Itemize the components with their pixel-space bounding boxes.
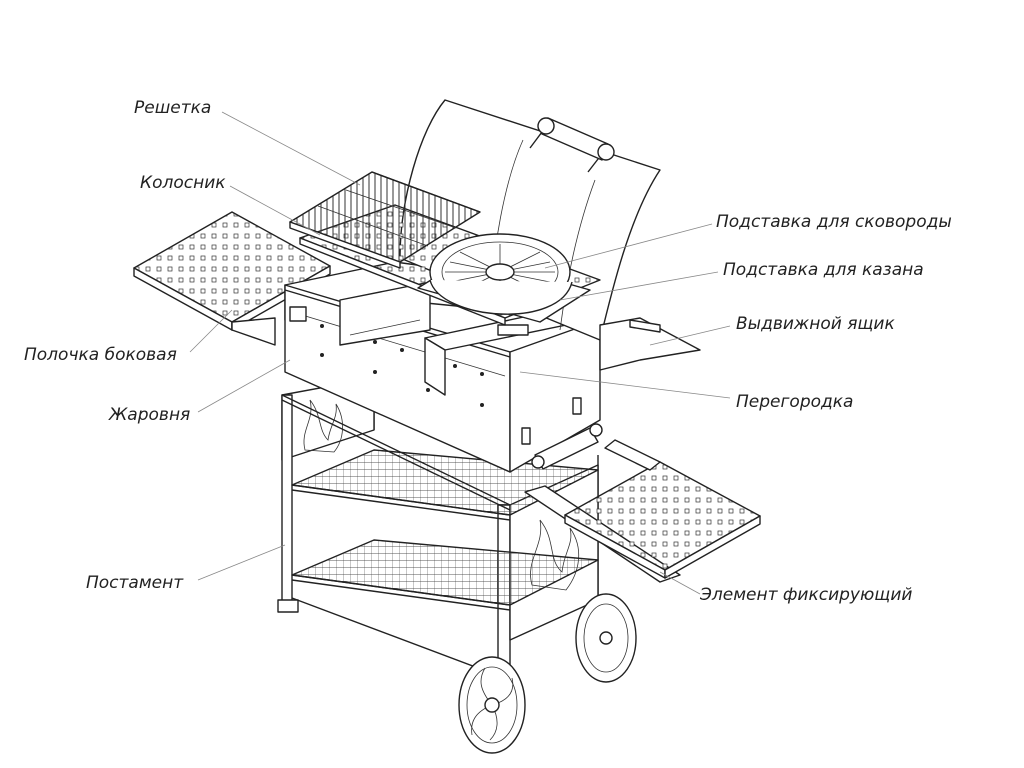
label-zharovnya: Жаровня bbox=[108, 405, 190, 425]
leader-reshetka bbox=[221, 111, 361, 186]
leader-podstavka-kazan bbox=[559, 271, 719, 301]
label-podstavka-skovoroda: Подставка для сковороды bbox=[716, 212, 952, 232]
label-peregorodka: Перегородка bbox=[736, 392, 853, 412]
label-postament: Постамент bbox=[86, 573, 184, 593]
front-wheel bbox=[458, 656, 526, 754]
leader-zharovnya bbox=[197, 359, 291, 413]
leader-postament bbox=[197, 544, 286, 581]
right-slide-shelf bbox=[599, 317, 701, 371]
label-element-fiksiruyuschiy: Элемент фиксирующий bbox=[699, 585, 912, 605]
leader-polochka bbox=[189, 309, 233, 353]
leader-lines bbox=[189, 111, 731, 595]
leader-peregorodka bbox=[519, 371, 731, 399]
leader-element bbox=[659, 571, 701, 595]
label-vydvizhnoy-yaschik: Выдвижной ящик bbox=[736, 314, 895, 334]
label-kolosnik: Колосник bbox=[140, 173, 226, 193]
label-podstavka-kazan: Подставка для казана bbox=[723, 260, 924, 280]
rear-wheel bbox=[575, 593, 637, 683]
pan-stand bbox=[417, 233, 591, 323]
label-reshetka: Решетка bbox=[134, 98, 211, 118]
divider-plate bbox=[339, 281, 431, 346]
label-polochka-bokovaya: Полочка боковая bbox=[24, 345, 177, 365]
leader-podstavka-skovoroda bbox=[544, 223, 713, 269]
leader-vydvizhnoy bbox=[649, 325, 731, 346]
leader-kolosnik bbox=[229, 185, 321, 236]
callout-labels: Решетка Колосник Подставка для сковороды… bbox=[24, 98, 952, 605]
lid-handle bbox=[529, 117, 615, 173]
brazier-side-handle bbox=[531, 423, 603, 470]
right-side-shelf bbox=[564, 439, 761, 579]
